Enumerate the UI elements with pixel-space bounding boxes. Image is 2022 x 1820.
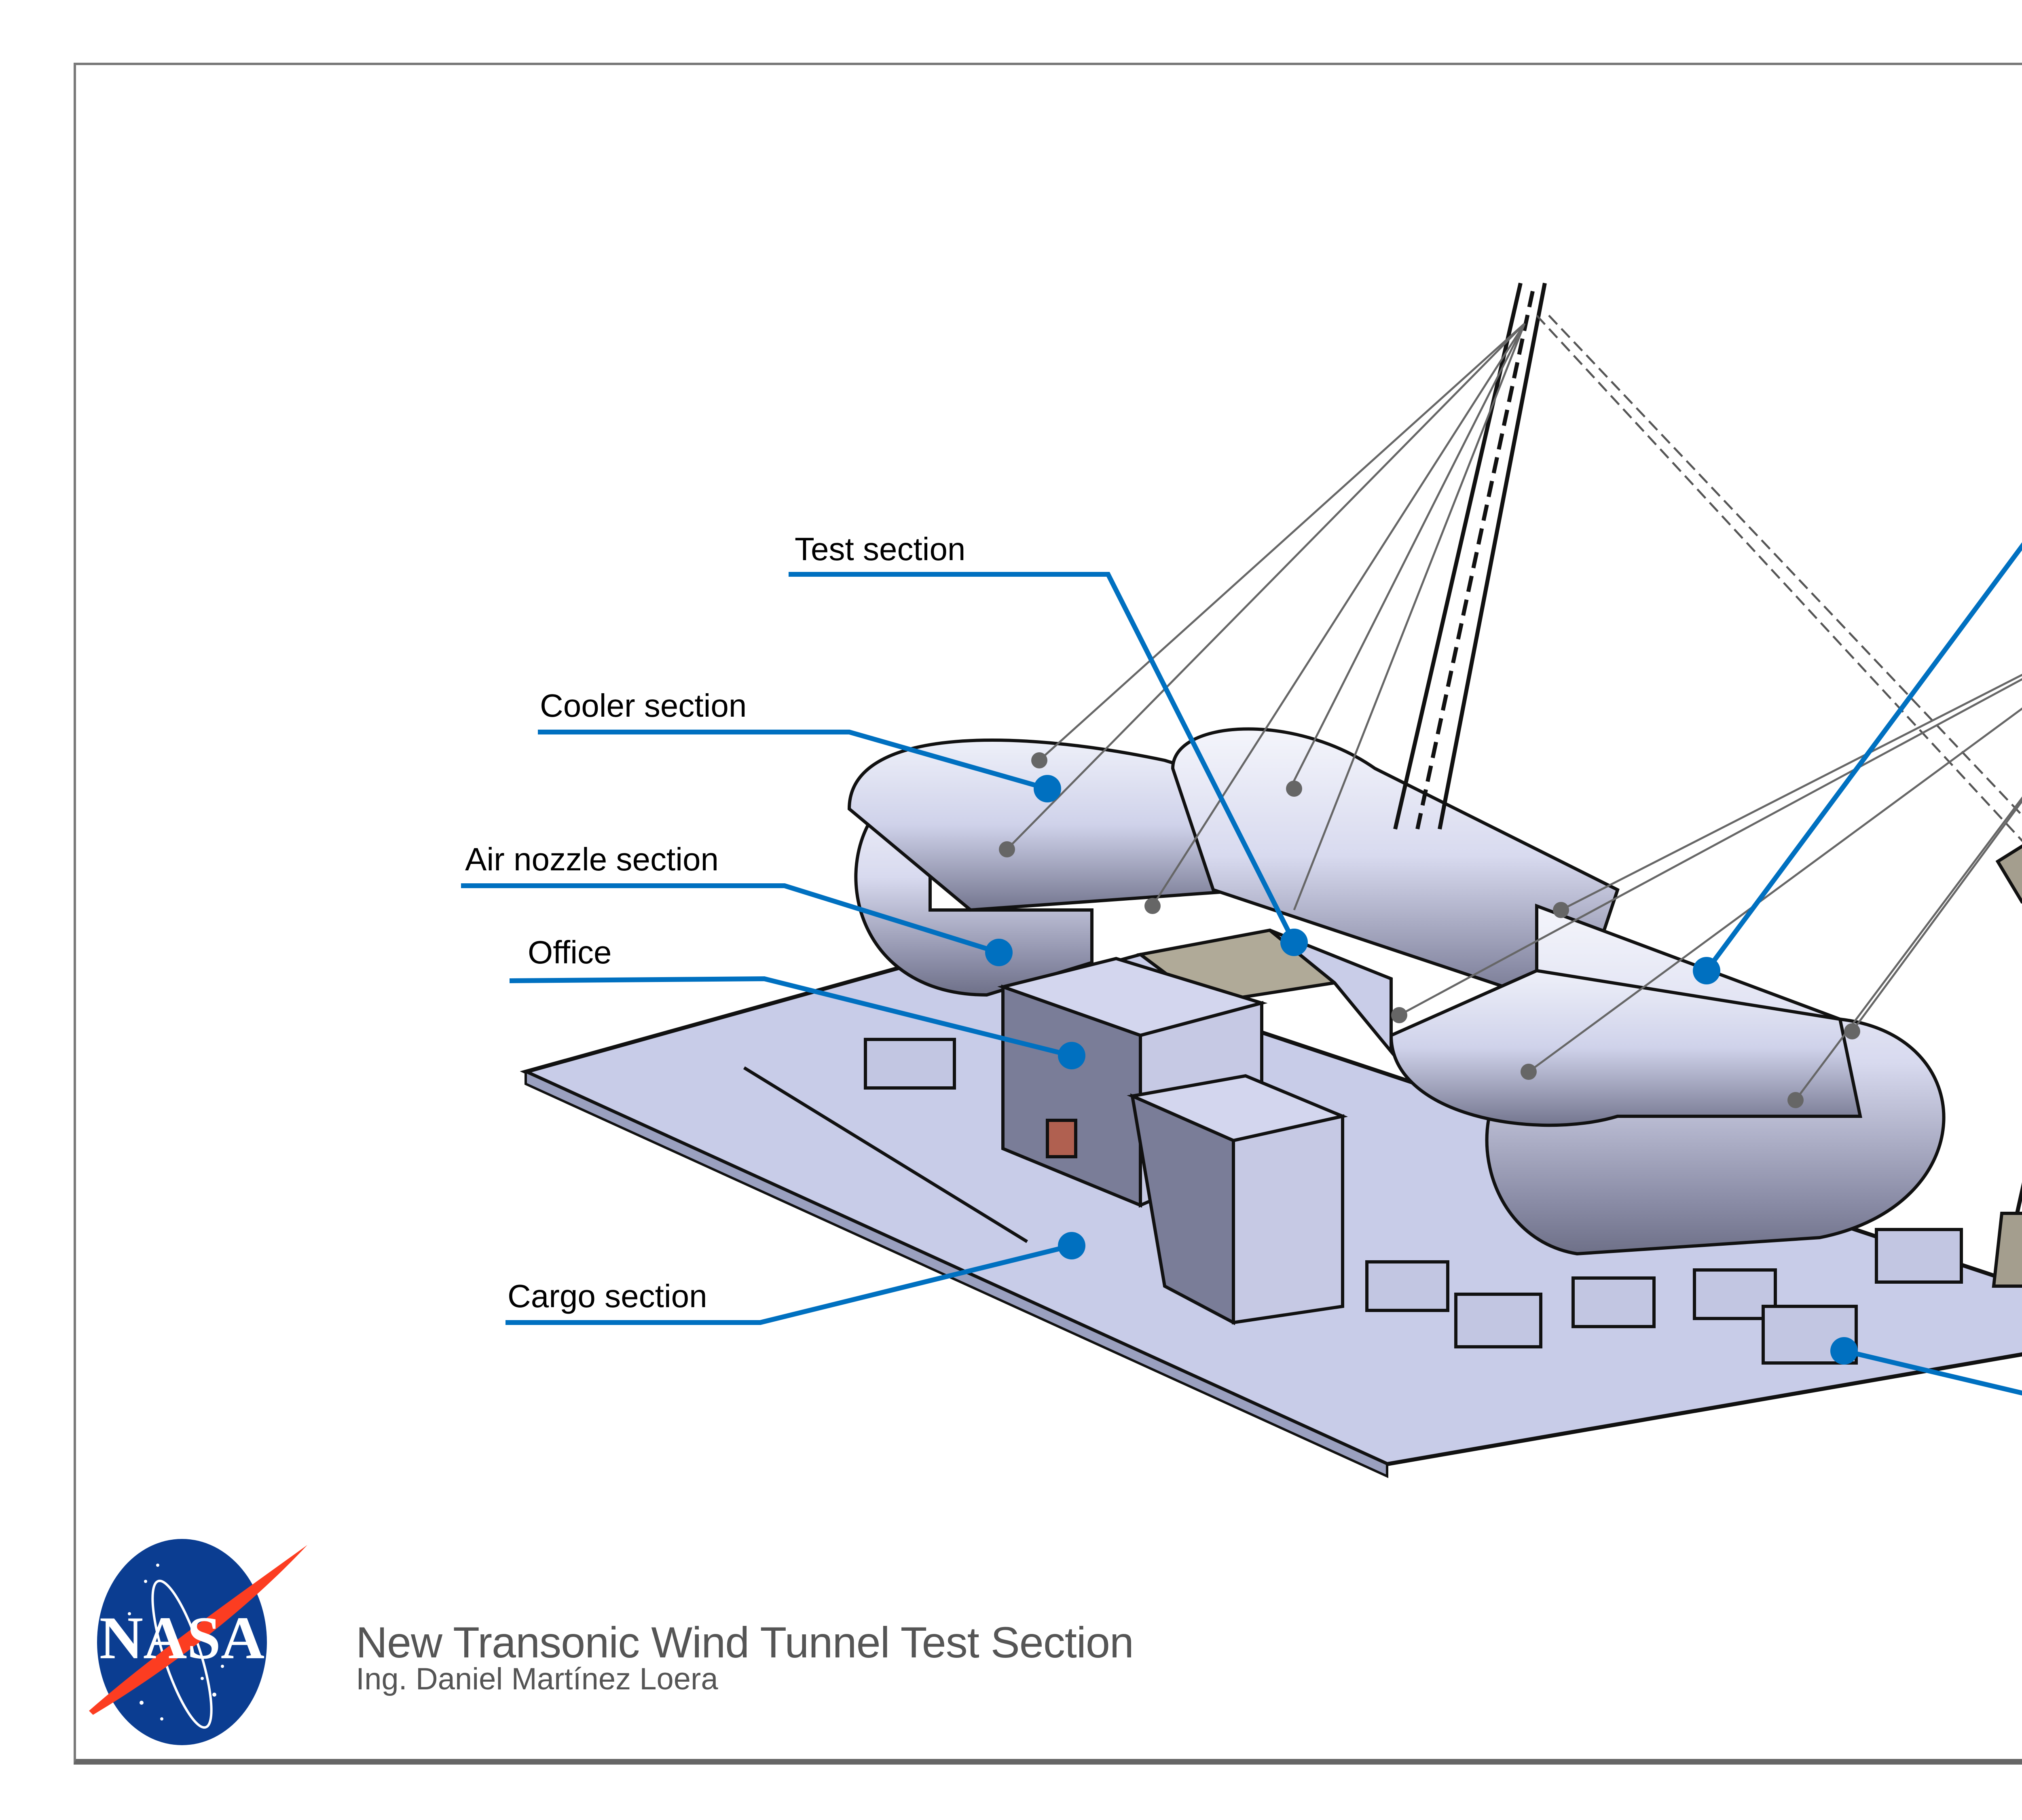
leader-air-nozzle-section (461, 883, 1000, 955)
dot-supports (1830, 1337, 1858, 1365)
counterweight-left (1995, 844, 2022, 904)
leader-fans-section (1705, 542, 2022, 972)
label-office: Office (528, 934, 612, 970)
tower-base (1992, 1212, 2022, 1288)
slide-author: Ing. Daniel Martínez Loera (356, 1662, 718, 1696)
label-cooler-section: Cooler section (540, 688, 747, 724)
cable-anchors (999, 752, 1860, 1108)
leader-cargo-section (506, 1243, 1072, 1325)
dot-cooler-section (1034, 775, 1061, 802)
callout-leaders (461, 542, 2022, 1396)
slide-title: New Transonic Wind Tunnel Test Section (356, 1618, 1134, 1667)
dot-air-nozzle-section (985, 939, 1013, 966)
support-tower-left (1393, 282, 1547, 830)
leader-test-section (789, 572, 1297, 944)
logo-wordmark: NASA (99, 1604, 264, 1672)
label-test-section: Test section (795, 531, 966, 567)
callout-dots (985, 775, 1858, 1365)
label-air-nozzle-section: Air nozzle section (465, 841, 719, 877)
leader-cooler-section (538, 730, 1048, 791)
dot-test-section (1280, 929, 1308, 956)
slide-frame (74, 63, 2022, 1765)
back-stays (1536, 315, 2022, 842)
nasa-logo: NASA (89, 1539, 307, 1745)
dot-office (1058, 1042, 1085, 1069)
logo-swoosh-icon (89, 1545, 307, 1715)
leader-office (509, 976, 1072, 1058)
cargo-building (1127, 1074, 1348, 1325)
logo-stars-icon (128, 1564, 224, 1721)
leader-supports (1843, 1348, 2022, 1396)
label-cargo-section: Cargo section (508, 1278, 707, 1314)
dot-cargo-section (1058, 1232, 1085, 1259)
dot-fans-section (1693, 957, 1720, 984)
tunnel-loop (847, 727, 1946, 1256)
support-blocks (864, 1038, 1963, 1365)
suspension-cables (1006, 323, 2022, 1101)
